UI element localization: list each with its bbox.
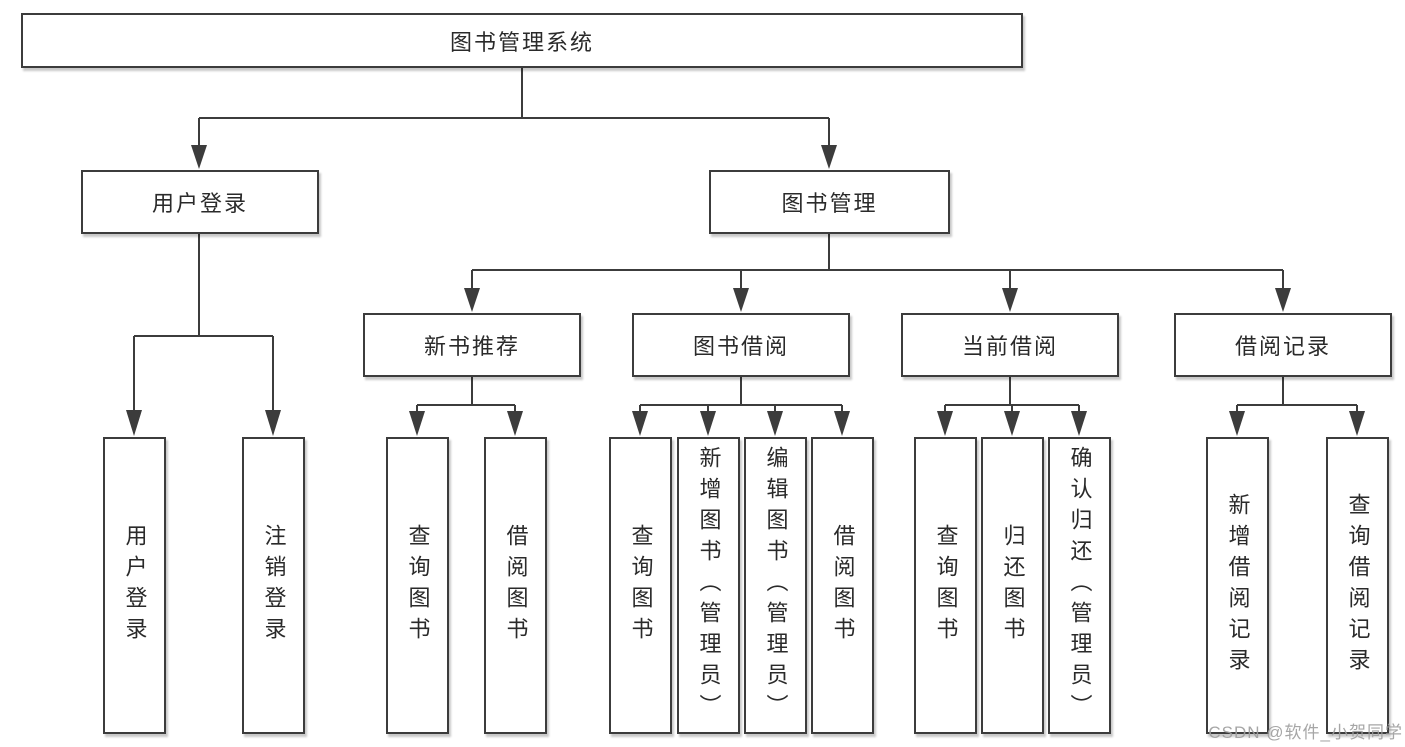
new-book-recommendation-branch: [416, 377, 516, 413]
leaf-query-borrow-record: 查询借阅记录: [1326, 437, 1389, 734]
node-label: 图书借阅: [692, 334, 789, 359]
leaf-label: 借阅图书: [830, 523, 856, 648]
node-label: 当前借阅: [961, 334, 1058, 359]
leaf-label: 查询借阅记录: [1345, 492, 1371, 679]
leaf-query-books-borrowing: 查询图书: [609, 437, 672, 734]
node-new-book-recommendation: 新书推荐: [363, 313, 581, 377]
node-label: 图书管理: [781, 191, 878, 216]
leaf-label: 借阅图书: [503, 523, 529, 648]
leaf-confirm-return-admin: 确认归还（管理员）: [1048, 437, 1111, 734]
leaf-logout: 注销登录: [242, 437, 305, 734]
leaf-label: 查询图书: [628, 523, 654, 648]
leaf-add-borrow-record: 新增借阅记录: [1206, 437, 1269, 734]
current-borrowing-branch: [944, 377, 1080, 413]
borrowing-records-branch: [1236, 377, 1358, 413]
leaf-borrow-books-recommend: 借阅图书: [484, 437, 547, 734]
csdn-watermark: CSDN @软件_小贺同学: [1208, 723, 1403, 742]
leaf-borrow-books-borrowing: 借阅图书: [811, 437, 874, 734]
node-label: 新书推荐: [423, 334, 520, 359]
node-library-management-system: 图书管理系统: [21, 13, 1023, 68]
node-book-management: 图书管理: [709, 170, 950, 234]
node-borrowing-records: 借阅记录: [1174, 313, 1392, 377]
user-login-branch: [133, 234, 274, 412]
root-branch: [198, 68, 830, 147]
leaf-edit-book-admin: 编辑图书（管理员）: [744, 437, 807, 734]
leaf-query-books-current: 查询图书: [914, 437, 977, 734]
book-borrowing-branch: [639, 377, 843, 413]
leaf-query-books-recommend: 查询图书: [386, 437, 449, 734]
leaf-user-login: 用户登录: [103, 437, 166, 734]
leaf-label: 新增借阅记录: [1225, 492, 1251, 679]
leaf-return-book: 归还图书: [981, 437, 1044, 734]
leaf-label: 确认归还（管理员）: [1067, 446, 1093, 725]
leaf-arrowheads: [409, 411, 1365, 436]
leaf-label: 归还图书: [1000, 523, 1026, 648]
node-book-borrowing: 图书借阅: [632, 313, 850, 377]
node-label: 借阅记录: [1234, 334, 1331, 359]
node-label: 用户登录: [151, 191, 248, 216]
leaf-label: 查询图书: [933, 523, 959, 648]
user-login-branch-arrowheads: [126, 410, 281, 436]
leaf-label: 新增图书（管理员）: [696, 446, 722, 725]
leaf-add-book-admin: 新增图书（管理员）: [677, 437, 740, 734]
leaf-label: 注销登录: [261, 523, 287, 648]
leaf-label: 编辑图书（管理员）: [763, 446, 789, 725]
book-management-branch: [471, 234, 1284, 290]
node-user-login: 用户登录: [81, 170, 319, 234]
book-management-branch-arrowheads: [464, 288, 1291, 312]
leaf-label: 用户登录: [122, 523, 148, 648]
node-current-borrowing: 当前借阅: [901, 313, 1119, 377]
root-branch-arrowheads: [191, 145, 837, 169]
node-label: 图书管理系统: [449, 29, 594, 55]
leaf-label: 查询图书: [405, 523, 431, 648]
